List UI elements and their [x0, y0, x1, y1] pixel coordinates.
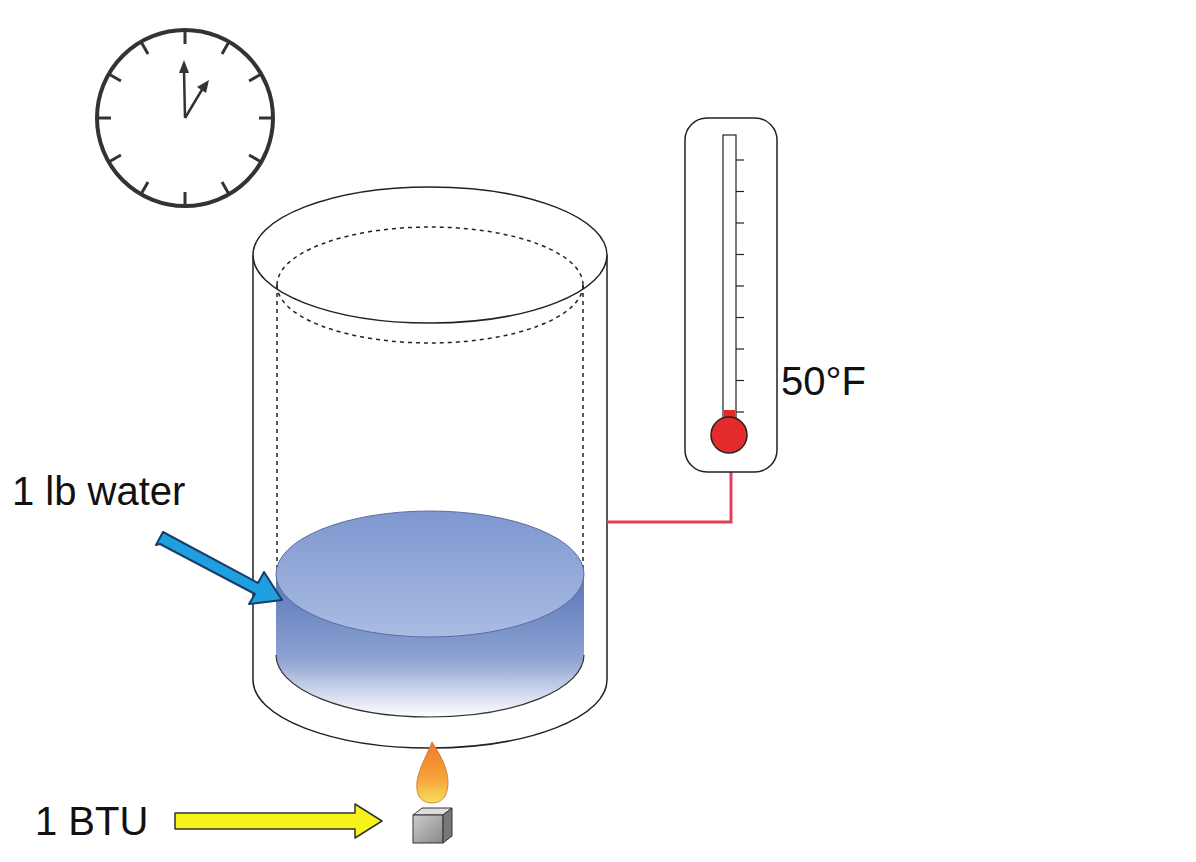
clock-tick	[222, 42, 229, 54]
quantity-label: 1 lb water	[12, 468, 185, 514]
scale-tick	[736, 411, 744, 412]
scale-tick	[736, 191, 744, 192]
burner	[413, 742, 452, 843]
clock-tick	[97, 117, 111, 120]
clock	[97, 30, 273, 206]
scale-tick	[736, 159, 744, 160]
heat-arrow	[175, 804, 382, 838]
clock-tick	[184, 192, 187, 206]
scale-tick	[736, 348, 744, 349]
clock-tick	[249, 74, 261, 81]
temperature-label: 50°F	[781, 358, 866, 404]
clock-tick	[184, 30, 187, 44]
scale-tick	[736, 285, 744, 286]
clock-tick	[259, 117, 273, 120]
water	[276, 511, 584, 717]
scale-tick	[736, 254, 744, 255]
clock-tick	[249, 155, 261, 162]
water-pointer	[156, 532, 282, 604]
scale-tick	[736, 317, 744, 318]
beaker	[253, 187, 607, 748]
scale-tick	[736, 380, 744, 381]
clock-tick	[141, 182, 148, 194]
clock-tick	[109, 155, 121, 162]
clock-tick	[109, 74, 121, 81]
clock-tick	[222, 182, 229, 194]
scale-tick	[736, 222, 744, 223]
thermometer	[607, 118, 777, 522]
energy-label: 1 BTU	[35, 798, 148, 844]
clock-tick	[141, 42, 148, 54]
